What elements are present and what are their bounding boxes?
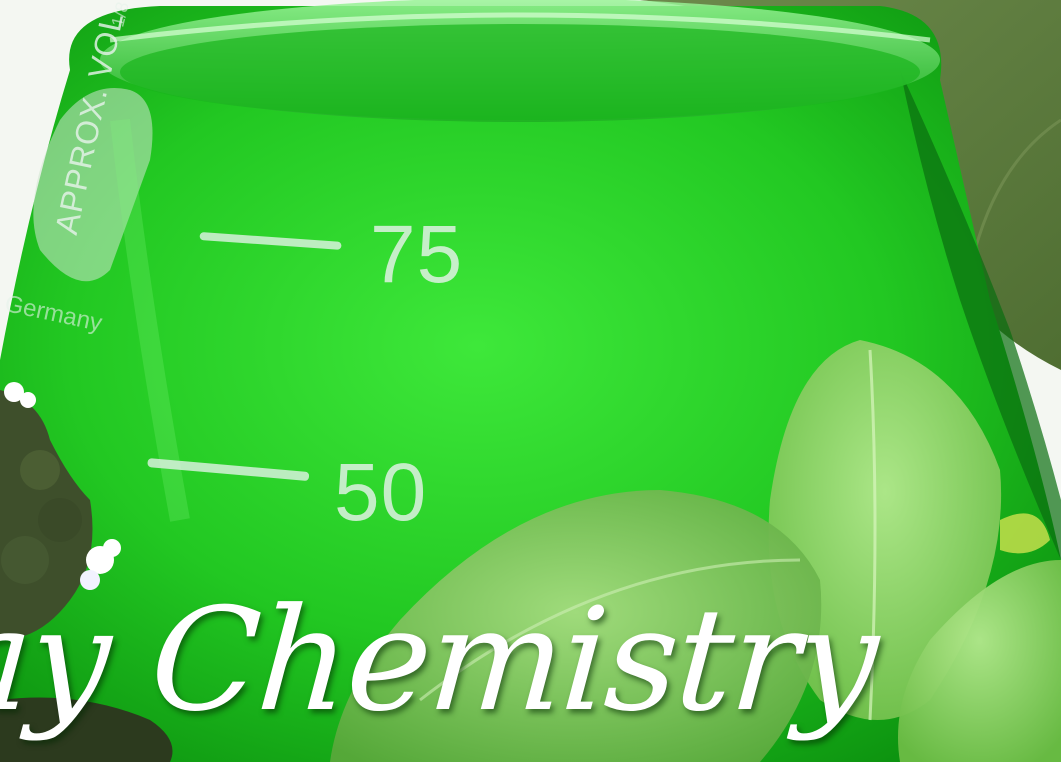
page-title: lay Chemistry — [0, 578, 882, 743]
herb-sprig-icon — [0, 390, 93, 640]
basil-leaf-icon — [0, 340, 1061, 762]
flower-icon — [4, 382, 121, 590]
graduation-50-label: 50 — [334, 447, 428, 538]
graduation-75-label: 75 — [370, 209, 464, 300]
